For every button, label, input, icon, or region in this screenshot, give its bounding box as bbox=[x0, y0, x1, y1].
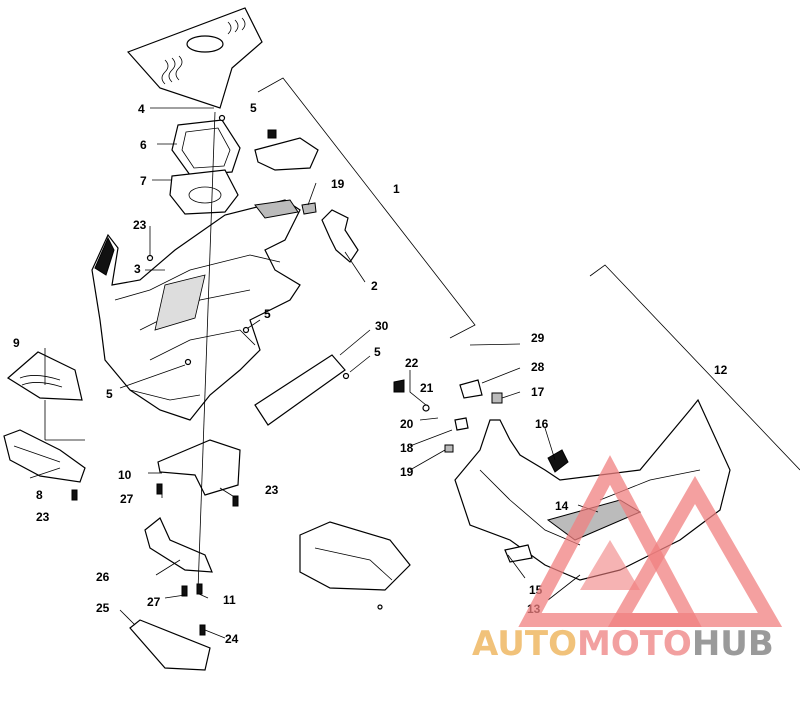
callout-10: 10 bbox=[118, 468, 132, 482]
callout-30: 30 bbox=[375, 319, 389, 333]
part-4-top-panel bbox=[126, 7, 263, 109]
callout-5c: 5 bbox=[374, 345, 381, 359]
callout-7: 7 bbox=[140, 174, 147, 188]
callout-23a: 23 bbox=[133, 218, 147, 232]
callout-26: 26 bbox=[96, 570, 110, 584]
callout-19b: 19 bbox=[400, 465, 414, 479]
watermark-triangle-logo bbox=[518, 455, 783, 627]
part-30-plate bbox=[254, 354, 346, 426]
watermark-auto: AUTO bbox=[472, 624, 577, 664]
callout-1: 1 bbox=[393, 182, 400, 196]
callout-28: 28 bbox=[531, 360, 545, 374]
callout-29: 29 bbox=[531, 331, 545, 345]
callout-11: 11 bbox=[223, 593, 236, 607]
part-8-side-panel bbox=[3, 429, 86, 483]
callout-14: 14 bbox=[555, 499, 569, 513]
callout-25: 25 bbox=[96, 601, 110, 615]
watermark-text: AUTOMOTOHUB bbox=[472, 624, 774, 664]
callout-8: 8 bbox=[36, 488, 43, 502]
part-7-gasket bbox=[169, 169, 239, 215]
callout-24: 24 bbox=[225, 632, 239, 646]
callout-3: 3 bbox=[134, 262, 141, 276]
callout-17: 17 bbox=[531, 385, 545, 399]
part-25-skid bbox=[129, 619, 211, 671]
callout-5d: 5 bbox=[106, 387, 113, 401]
callout-18: 18 bbox=[400, 441, 414, 455]
callout-27a: 27 bbox=[120, 492, 134, 506]
callout-19a: 19 bbox=[331, 177, 345, 191]
callout-22: 22 bbox=[405, 356, 419, 370]
callout-12: 12 bbox=[714, 363, 728, 377]
lower-frame-part bbox=[299, 521, 411, 591]
leader-lines bbox=[29, 107, 599, 639]
callout-6: 6 bbox=[140, 138, 147, 152]
callout-5a: 5 bbox=[250, 101, 257, 115]
hardware bbox=[71, 114, 503, 636]
callout-27b: 27 bbox=[147, 595, 161, 609]
part-3-main-body bbox=[91, 199, 301, 421]
callout-21: 21 bbox=[420, 381, 434, 395]
part-26-bracket bbox=[144, 517, 213, 573]
callout-4: 4 bbox=[138, 102, 145, 116]
watermark-moto: MOTO bbox=[576, 624, 692, 664]
callout-16: 16 bbox=[535, 417, 549, 431]
part-10-bracket bbox=[157, 439, 241, 496]
part-2-bracket bbox=[321, 209, 359, 263]
callout-9: 9 bbox=[13, 336, 20, 350]
assembly-line bbox=[197, 111, 216, 591]
group-bracket-12 bbox=[589, 264, 800, 471]
group-bracket-1 bbox=[257, 77, 476, 339]
callout-23b: 23 bbox=[36, 510, 50, 524]
callout-5b: 5 bbox=[264, 307, 271, 321]
callout-20: 20 bbox=[400, 417, 414, 431]
watermark-hub: HUB bbox=[691, 624, 774, 664]
callout-23c: 23 bbox=[265, 483, 279, 497]
callout-2: 2 bbox=[371, 279, 378, 293]
part-6-frame bbox=[171, 119, 241, 176]
upper-bracket bbox=[254, 129, 319, 215]
